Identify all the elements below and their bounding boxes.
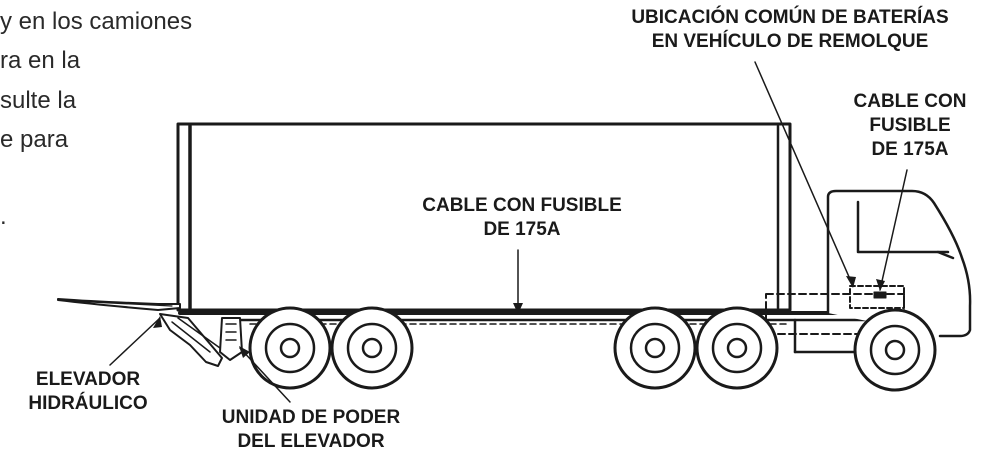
intro-text-line-5: . (0, 203, 7, 230)
intro-text-line-2: ra en la (0, 47, 81, 74)
hydraulic-lift-label: ELEVADOR HIDRÁULICO (28, 369, 148, 414)
intro-text-line-1: y en los camiones (0, 8, 193, 35)
cab-fused-cable-label: CABLE CON FUSIBLE DE 175A (853, 91, 967, 160)
intro-text-line-4: e para (0, 126, 69, 153)
intro-text-line-3: sulte la (0, 87, 77, 114)
battery-location-label: UBICACIÓN COMÚN DE BATERÍAS EN VEHÍCULO … (631, 7, 949, 52)
main-fused-cable-label: CABLE CON FUSIBLE DE 175A (422, 195, 622, 240)
lift-power-unit-label: UNIDAD DE PODER DEL ELEVADOR (221, 407, 401, 452)
